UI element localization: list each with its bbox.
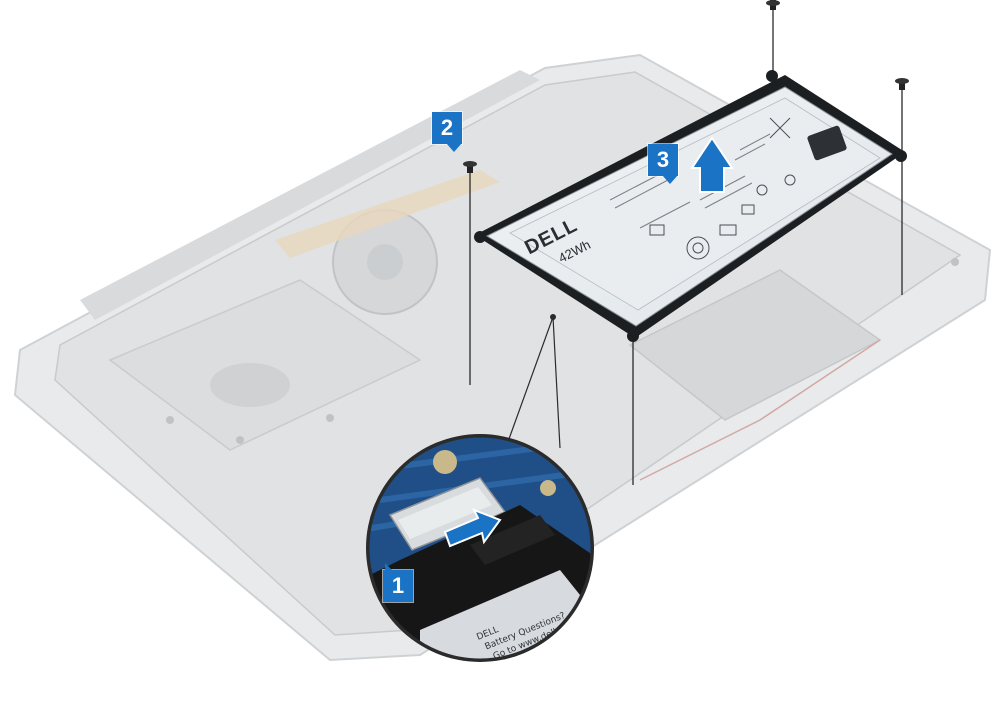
step-callout-2: 2 <box>432 112 462 152</box>
lift-arrow-icon <box>690 136 734 193</box>
zoom-origin-dot <box>550 314 556 320</box>
step-callout-1: 1 <box>383 563 413 602</box>
battery-regulatory-icons <box>649 117 847 260</box>
screw-top <box>766 0 780 10</box>
step-callout-3: 3 <box>648 144 678 184</box>
screw-left <box>463 161 477 173</box>
zoom-leader-lines <box>504 316 561 451</box>
battery-pack: DELL 42Wh <box>474 70 907 342</box>
disconnect-arrow-icon <box>443 508 502 548</box>
battery-label-text-lines <box>609 133 771 229</box>
screw-right <box>895 78 909 90</box>
